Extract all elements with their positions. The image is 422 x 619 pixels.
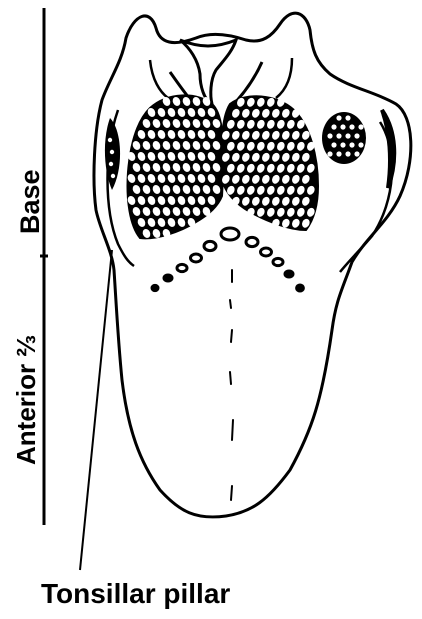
tonsil-crypt <box>111 174 115 178</box>
tonsil-crypt <box>336 115 341 120</box>
tonsil-crypt <box>336 133 341 138</box>
tonsil-crypt <box>331 142 336 147</box>
papilla <box>297 285 304 291</box>
papilla <box>191 254 202 262</box>
papilla <box>177 264 187 271</box>
sulcus-dash <box>230 300 231 308</box>
sulcus-dash <box>231 486 232 500</box>
tonsil-crypt <box>354 133 359 138</box>
papilla <box>164 275 172 281</box>
tonsil-crypt <box>110 150 114 154</box>
papilla <box>273 258 283 265</box>
tonsil-crypt <box>345 151 350 156</box>
papilla <box>152 285 158 290</box>
papilla <box>246 237 258 246</box>
palatine-tonsil-right <box>322 112 366 164</box>
tongue-outline <box>94 13 411 517</box>
papilla <box>221 228 239 240</box>
sulcus-dash <box>230 372 231 384</box>
sulcus-dash <box>232 420 233 440</box>
tonsil-crypt <box>336 151 341 156</box>
tonsil-crypt <box>109 162 113 166</box>
tonsil-crypt <box>108 138 112 142</box>
tonsillar-pillar-leader-line <box>80 250 112 570</box>
tonsil-crypt <box>358 124 363 129</box>
tonsil-crypt <box>327 133 332 138</box>
tonsil-crypt <box>340 142 345 147</box>
papilla <box>204 241 216 250</box>
tonsil-crypt <box>354 151 359 156</box>
papilla <box>285 271 293 277</box>
tonsil-crypt <box>327 151 332 156</box>
tonsil-crypt <box>345 115 350 120</box>
tonsil-crypt <box>331 124 336 129</box>
tonsil-crypt <box>345 133 350 138</box>
tonsillar-pillar-label: Tonsillar pillar <box>41 578 230 610</box>
papilla <box>261 248 272 256</box>
tonsil-crypt <box>358 142 363 147</box>
tonsil-crypt <box>340 124 345 129</box>
tonsil-crypt <box>349 142 354 147</box>
base-label: Base <box>16 169 44 234</box>
anterior-two-thirds-label: Anterior ⅔ <box>12 335 40 465</box>
sulcus-dash <box>231 330 232 342</box>
tonsil-crypt <box>349 124 354 129</box>
